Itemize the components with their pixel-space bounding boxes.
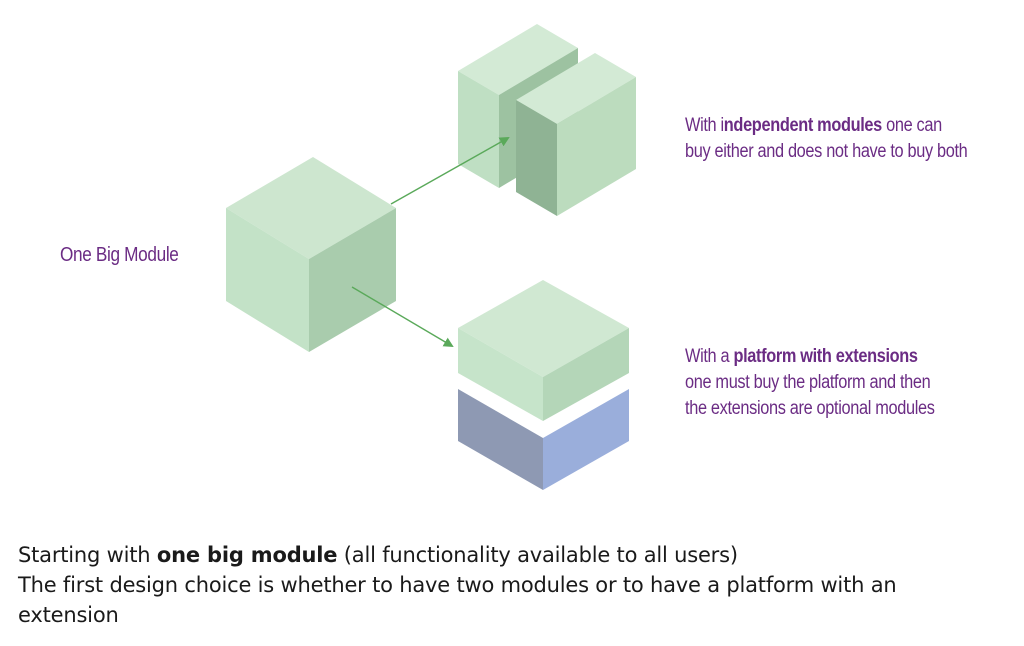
independent-label-post: one can: [881, 115, 942, 136]
extension-top-face: [458, 280, 629, 377]
caption-line-1: Starting with one big module (all functi…: [18, 540, 1018, 570]
caption-line-2: The first design choice is whether to ha…: [18, 573, 897, 597]
platform-label-bold: platform with extensions: [733, 346, 918, 367]
platform-left-face: [458, 389, 543, 490]
independent-label-line-1: With independent modules one can: [685, 113, 967, 139]
big-cube-left-face: [226, 208, 309, 352]
front-module-front-face: [557, 77, 636, 216]
big-cube-top-face: [226, 157, 396, 259]
one-big-module-cube: [226, 157, 396, 352]
slide-caption: Starting with one big module (all functi…: [18, 540, 1018, 630]
extension-left-face: [458, 328, 543, 421]
front-module-side-face: [516, 100, 557, 216]
one-big-module-label: One Big Module: [60, 244, 179, 266]
independent-module-front: [516, 53, 636, 216]
front-module-top-face: [516, 53, 636, 124]
extension-right-face: [543, 328, 629, 421]
platform-right-face: [543, 389, 629, 490]
caption-line-3: extension: [18, 603, 119, 627]
platform-label-line-3: the extensions are optional modules: [685, 398, 935, 419]
independent-label-bold: ndependent modules: [723, 115, 882, 136]
independent-label-pre: With i: [685, 115, 724, 136]
back-module-top-face: [458, 24, 578, 95]
independent-label-line-2: buy either and does not have to buy both: [685, 141, 968, 162]
platform-label-line-2: one must buy the platform and then: [685, 372, 931, 393]
caption-bold: one big module: [156, 543, 338, 567]
caption-post: (all functionality available to all user…: [337, 543, 738, 567]
big-cube-right-face: [309, 208, 396, 352]
platform-label-line-1: With a platform with extensions: [685, 344, 935, 370]
platform-label-pre: With a: [685, 346, 734, 367]
independent-modules-label: With independent modules one can buy eit…: [685, 113, 968, 165]
back-module-front-face: [458, 71, 499, 188]
arrow-to-platform: [351, 286, 454, 348]
extension-module: [458, 280, 629, 421]
platform-extensions-label: With a platform with extensions one must…: [685, 344, 935, 422]
platform-base: [458, 389, 629, 490]
arrow-to-independent-modules: [390, 137, 510, 205]
caption-pre: Starting with: [18, 543, 157, 567]
